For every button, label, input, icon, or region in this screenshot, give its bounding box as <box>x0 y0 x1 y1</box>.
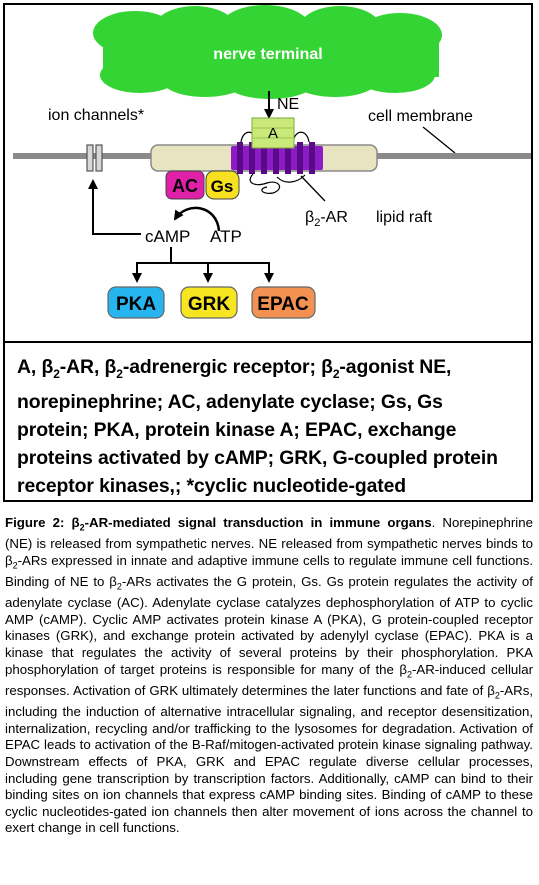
beta2-ar-label: β2-AR <box>305 209 348 229</box>
ne-label: NE <box>277 96 299 113</box>
ion-channel <box>86 144 103 172</box>
abbreviation-legend: A, β2-AR, β2-adrenergic receptor; β2-ago… <box>5 341 531 500</box>
signal-transduction-diagram: nerve terminal NE ion channels* cell mem… <box>13 5 531 319</box>
ac-box <box>165 170 205 200</box>
caption-title: Figure 2: β2-AR-mediated signal transduc… <box>5 515 432 533</box>
nerve-terminal: nerve terminal <box>93 5 442 99</box>
pka-label: PKA <box>116 294 156 315</box>
camp-label: cAMP <box>145 227 190 246</box>
pka-box <box>107 286 165 319</box>
cell-membrane-pointer <box>422 126 456 154</box>
beta2-ar-pointer <box>300 175 326 202</box>
ac-label: AC <box>172 176 198 196</box>
cell-membrane-label: cell membrane <box>368 108 473 125</box>
gs-label: Gs <box>211 177 234 196</box>
beta2-ar-receptor <box>231 131 323 194</box>
epac-box <box>251 286 316 319</box>
ion-channels-label: ion channels* <box>48 107 144 124</box>
agonist-a: A <box>251 117 295 149</box>
grk-label: GRK <box>188 294 231 315</box>
atp-to-camp-arrow <box>173 206 221 232</box>
agonist-a-label: A <box>268 125 278 142</box>
legend-text: A, β2-AR, β2-adrenergic receptor; β2-ago… <box>17 356 498 497</box>
camp-to-ion-channel-arrow <box>88 179 141 235</box>
atp-label: ATP <box>210 227 242 246</box>
figure-panel: nerve terminal NE ion channels* cell mem… <box>3 3 533 502</box>
gs-box <box>205 170 240 200</box>
lipid-raft-label: lipid raft <box>376 209 433 226</box>
nerve-terminal-label: nerve terminal <box>213 46 322 63</box>
caption-body: . Norepinephrine (NE) is released from s… <box>5 515 533 836</box>
epac-label: EPAC <box>257 294 309 315</box>
grk-box <box>180 286 238 319</box>
figure-caption: Figure 2: β2-AR-mediated signal transduc… <box>5 515 533 837</box>
